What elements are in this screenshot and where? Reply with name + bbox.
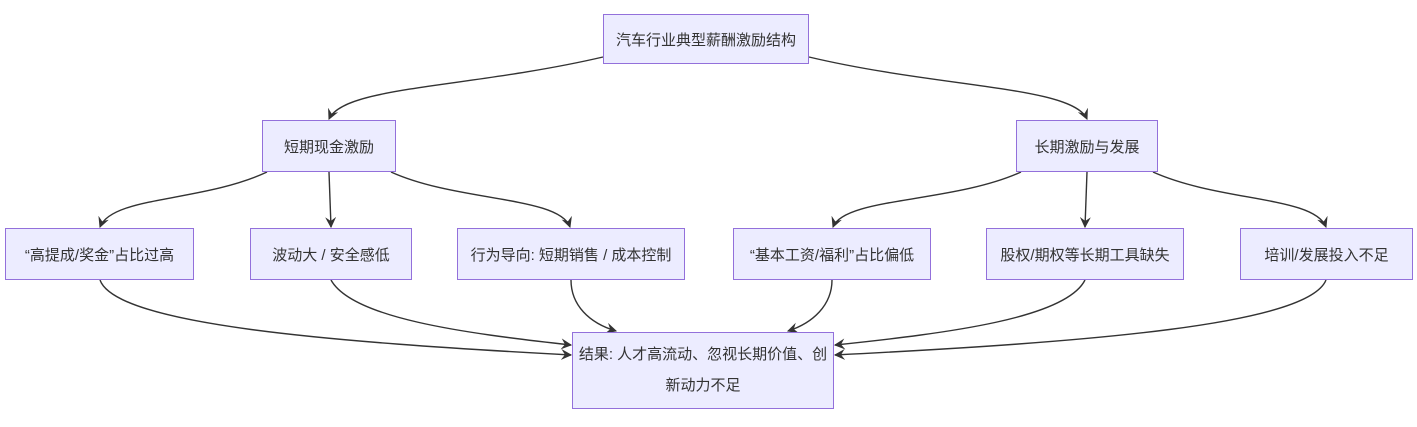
node-volatility: 波动大 / 安全感低 [250,228,412,280]
node-volatility-label: 波动大 / 安全感低 [272,246,390,264]
edge-short-term-to-high-commission [98,171,268,229]
edge-high-commission-to-result [99,279,573,360]
node-equity-label: 股权/期权等长期工具缺失 [1000,246,1170,264]
edge-short-term-to-behavior [390,171,572,229]
node-short-term-label: 短期现金激励 [283,138,374,156]
edge-equity-to-result [833,279,1086,350]
node-base-pay: “基本工资/福利”占比偏低 [733,228,931,280]
node-behavior-label: 行为导向: 短期销售 / 成本控制 [470,246,672,264]
node-result-label-line2: 新动力不足 [665,376,741,394]
node-root: 汽车行业典型薪酬激励结构 [603,14,809,64]
node-result-label-line1: 结果: 人才高流动、忽视长期价值、创 [578,345,828,363]
edge-training-to-result [833,279,1327,360]
node-training: 培训/发展投入不足 [1240,228,1413,280]
node-equity: 股权/期权等长期工具缺失 [986,228,1184,280]
node-long-term-label: 长期激励与发展 [1034,138,1140,156]
edge-long-term-to-base-pay [831,171,1022,229]
node-base-pay-label: “基本工资/福利”占比偏低 [749,246,915,264]
edge-root-to-short-term [328,56,604,120]
edge-root-to-long-term [808,56,1088,120]
node-training-label: 培训/发展投入不足 [1264,246,1389,264]
edge-short-term-to-volatility [325,171,337,229]
edge-volatility-to-result [330,279,573,350]
edge-behavior-to-result [570,279,618,334]
node-root-label: 汽车行业典型薪酬激励结构 [615,31,796,49]
edge-long-term-to-training [1152,171,1328,229]
edge-long-term-to-equity [1079,171,1091,229]
node-short-term: 短期现金激励 [262,120,396,172]
node-behavior: 行为导向: 短期销售 / 成本控制 [457,228,685,280]
node-long-term: 长期激励与发展 [1016,120,1158,172]
node-high-commission: “高提成/奖金”占比过高 [5,228,194,280]
node-high-commission-label: “高提成/奖金”占比过高 [24,246,175,264]
node-result: 结果: 人才高流动、忽视长期价值、创 新动力不足 [572,332,834,409]
edge-base-pay-to-result [786,279,833,334]
